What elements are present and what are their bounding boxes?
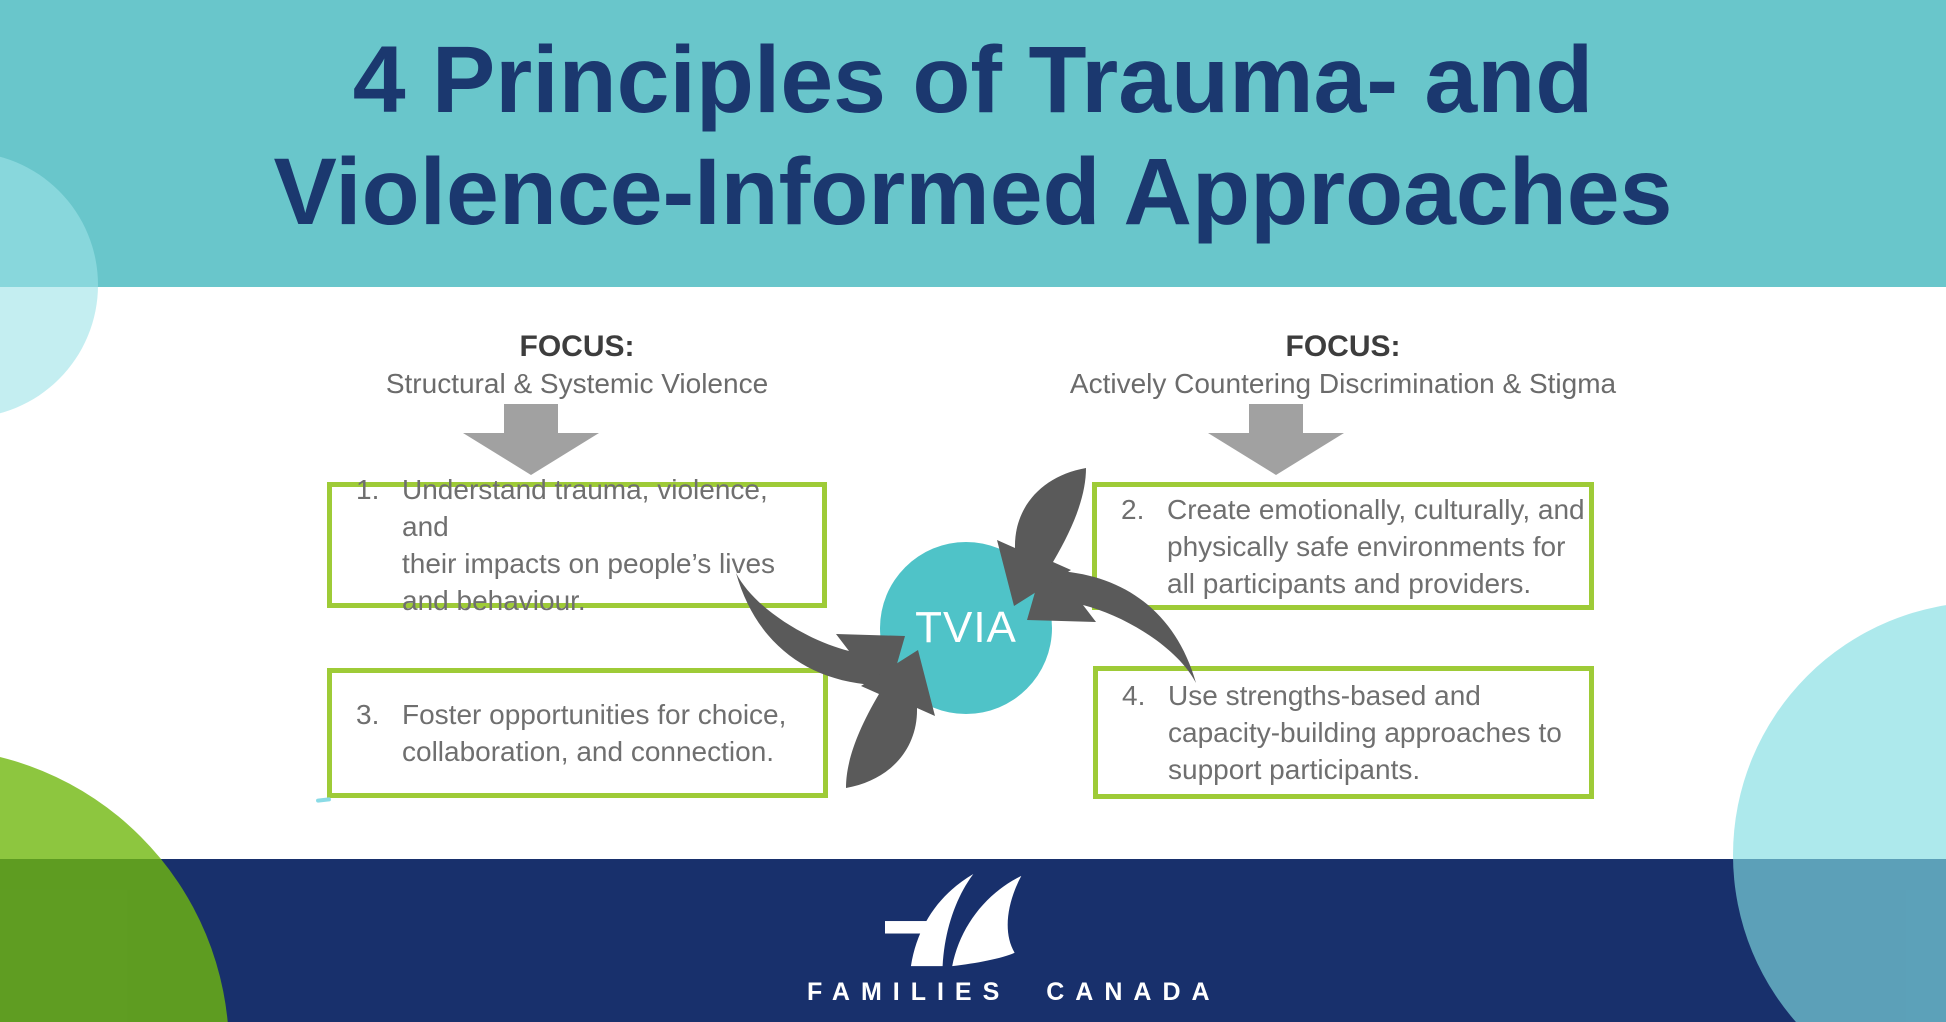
- curved-arrow-icon-top: [997, 468, 1086, 606]
- focus-header-left: FOCUS: Structural & Systemic Violence: [277, 330, 877, 401]
- principle-box-3: 3. Foster opportunities for choice, coll…: [327, 668, 828, 798]
- principle-number-1: 1.: [356, 474, 380, 505]
- principle-text-3: Foster opportunities for choice, collabo…: [402, 699, 787, 767]
- focus-header-right: FOCUS: Actively Countering Discriminatio…: [1043, 330, 1643, 401]
- principle-box-4: 4. Use strengths-based and capacity-buil…: [1093, 666, 1594, 799]
- principle-box-2: 2. Create emotionally, culturally, and p…: [1092, 482, 1594, 610]
- principle-text-4: Use strengths-based and capacity-buildin…: [1168, 680, 1562, 785]
- focus-subtitle-left: Structural & Systemic Violence: [385, 368, 769, 399]
- focus-label-left: FOCUS:: [519, 330, 635, 363]
- principle-number-3: 3.: [356, 699, 380, 730]
- down-arrow-icon-left: [463, 404, 599, 475]
- principle-text-1: Understand trauma, violence, and their i…: [402, 474, 776, 616]
- focus-label-right: FOCUS:: [1285, 330, 1401, 363]
- underline-artifact: [315, 797, 332, 803]
- families-canada-logo: FAMILIES CANADA: [807, 874, 1221, 1007]
- header-banner: [0, 0, 1946, 287]
- principle-number-4: 4.: [1122, 680, 1146, 711]
- principle-number-2: 2.: [1121, 493, 1145, 525]
- slide-title: 4 Principles of Trauma- and Violence-Inf…: [273, 27, 1673, 245]
- down-arrow-icon-right: [1208, 404, 1344, 475]
- tvia-label: TVIA: [915, 603, 1017, 652]
- cycle-arrows: [736, 468, 1196, 788]
- focus-subtitle-right: Actively Countering Discrimination & Sti…: [1069, 368, 1617, 399]
- decorative-circle-bottom-right: [1733, 602, 1946, 1022]
- curved-arrow-icon-bottom: [846, 650, 935, 788]
- curved-arrow-icon-left: [736, 573, 905, 702]
- curved-arrow-icon-right: [1027, 554, 1196, 683]
- logo-mark-icon: [885, 874, 1022, 967]
- principle-box-1: 1. Understand trauma, violence, and thei…: [327, 474, 827, 616]
- brand-name: FAMILIES CANADA: [807, 978, 1221, 1006]
- principle-text-2: Create emotionally, culturally, and phys…: [1167, 493, 1585, 599]
